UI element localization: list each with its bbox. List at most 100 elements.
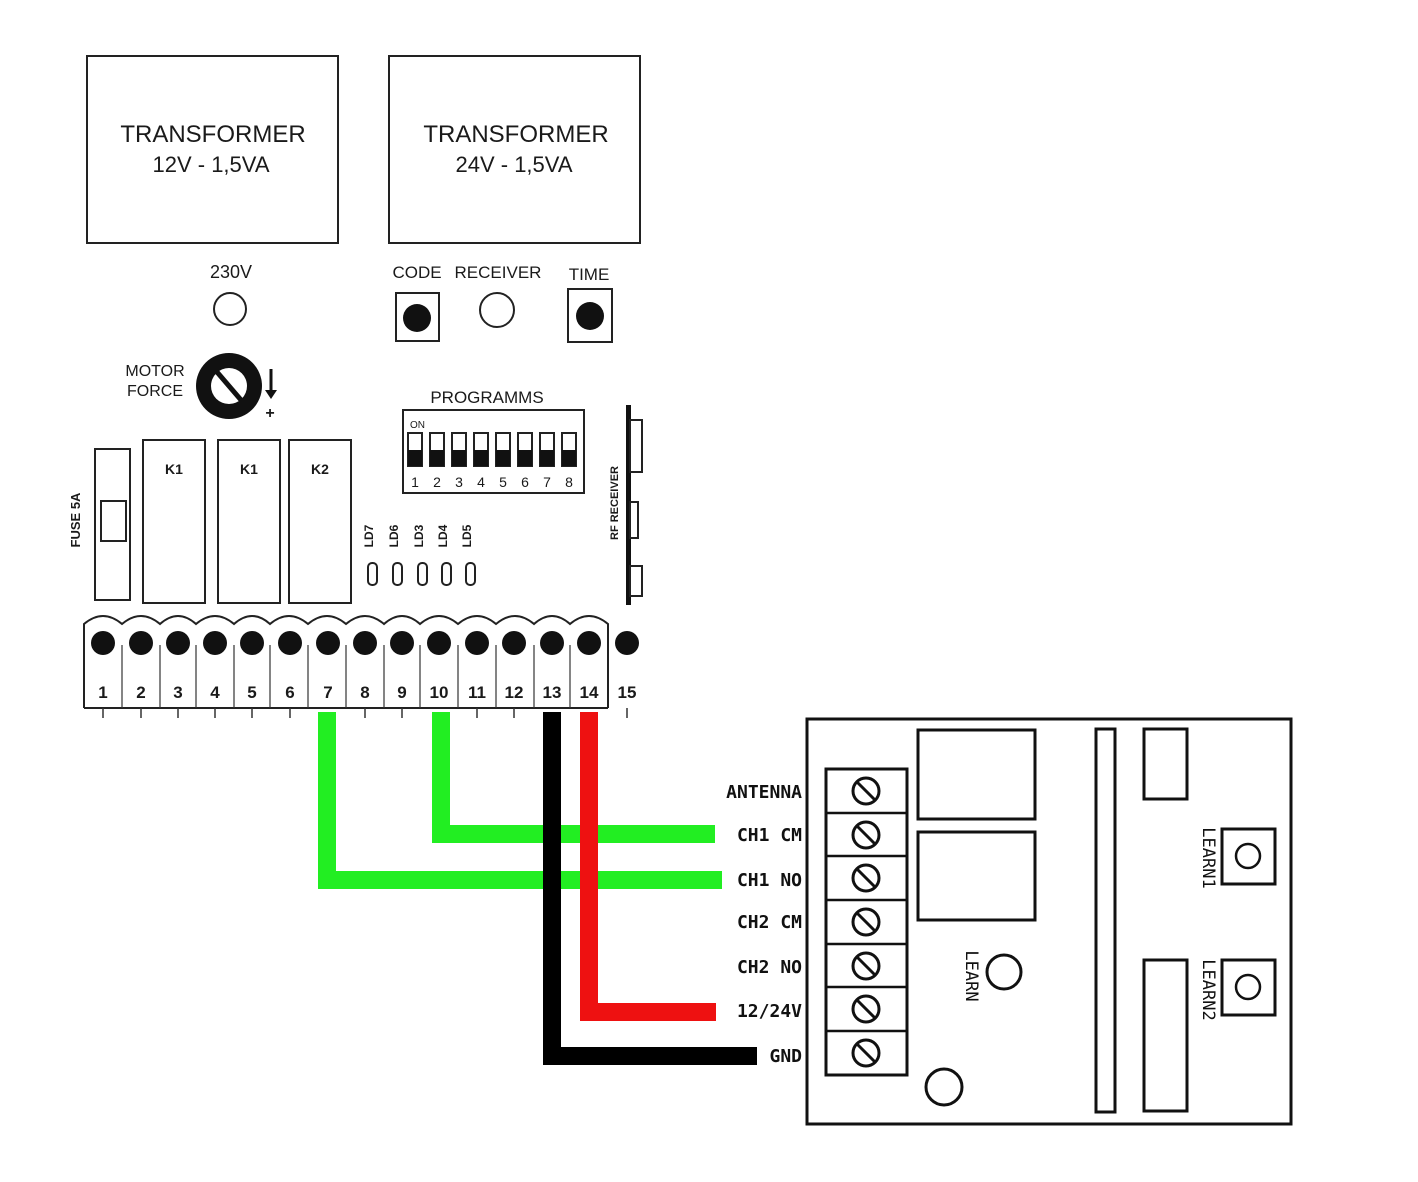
- module-screw-icon[interactable]: [851, 863, 881, 893]
- module-component-bottom: [1142, 958, 1189, 1113]
- led-ld7-icon: [367, 562, 378, 586]
- time-button[interactable]: [567, 288, 613, 343]
- wire-terminal14-12-24v: [580, 712, 716, 1021]
- terminal-number: 15: [618, 683, 637, 702]
- learn1-button-circle-icon: [1234, 842, 1262, 870]
- fuse-element: [100, 500, 127, 542]
- rf-connector-lower: [629, 565, 643, 597]
- dip-number-3: 3: [455, 474, 463, 490]
- terminal-number: 3: [173, 683, 182, 702]
- receiver-module: ANTENNA CH1 CM CH1 NO CH2 CM CH2 NO 12/2…: [726, 717, 1293, 1126]
- module-screw-icon[interactable]: [851, 820, 881, 850]
- terminal-screw-icon[interactable]: [166, 631, 190, 655]
- rf-connector-middle: [629, 501, 639, 539]
- wire-terminal10-ch1-cm: [432, 712, 715, 843]
- time-label: TIME: [569, 265, 610, 284]
- led-ld5-icon: [465, 562, 476, 586]
- dip-switch-7[interactable]: [539, 432, 555, 467]
- module-screw-icon[interactable]: [851, 1038, 881, 1068]
- dip-switch-3[interactable]: [451, 432, 467, 467]
- rf-connector-upper: [629, 419, 643, 473]
- terminal-block: 1 2 3 4 5 6 7 8 9 10 11 12 13 14 15: [83, 615, 639, 718]
- terminal-screw-icon[interactable]: [540, 631, 564, 655]
- terminal-number: 1: [98, 683, 107, 702]
- module-terminal-strip: [824, 767, 909, 1077]
- dip-number-6: 6: [521, 474, 529, 490]
- fuse-label: FUSE 5A: [68, 492, 83, 548]
- dip-number-4: 4: [477, 474, 485, 490]
- transformer-24v-title: TRANSFORMER: [423, 121, 608, 148]
- relay-k1-a: [142, 439, 206, 604]
- learn2-button-circle-icon: [1234, 973, 1262, 1001]
- module-screw-icon[interactable]: [851, 776, 881, 806]
- terminal-screw-icon[interactable]: [316, 631, 340, 655]
- dip-switch-block: [402, 409, 585, 494]
- dip-switch-4[interactable]: [473, 432, 489, 467]
- terminal-number: 2: [136, 683, 145, 702]
- dip-switch-6[interactable]: [517, 432, 533, 467]
- relay-k2-label: K2: [311, 461, 329, 477]
- wire-terminal7-ch1-no: [318, 712, 722, 889]
- rf-receiver-label: RF RECEIVER: [609, 466, 621, 540]
- relay-k1-a-label: K1: [165, 461, 183, 477]
- terminal-screw-icon[interactable]: [278, 631, 302, 655]
- rf-connector-strip: [626, 405, 631, 605]
- terminal-number: 10: [430, 683, 449, 702]
- terminal-screw-icon[interactable]: [353, 631, 377, 655]
- module-terminal-label: GND: [769, 1046, 802, 1067]
- mounting-hole-icon: [924, 1067, 964, 1107]
- terminal-screw-icon[interactable]: [615, 631, 639, 655]
- motor-force-label-line1: MOTOR: [125, 363, 184, 380]
- module-screw-icon[interactable]: [851, 951, 881, 981]
- receiver-module-outline: [805, 717, 1293, 1126]
- wire-terminal13-gnd: [543, 712, 757, 1065]
- module-screw-icon[interactable]: [851, 907, 881, 937]
- potentiometer-slot-icon: [215, 370, 243, 402]
- relay-k2: [288, 439, 352, 604]
- terminal-number: 8: [360, 683, 369, 702]
- led-ld6-icon: [392, 562, 403, 586]
- led-ld4-icon: [441, 562, 452, 586]
- fuse-holder: [94, 448, 131, 601]
- learn2-button[interactable]: [1220, 958, 1277, 1017]
- module-terminal-label: CH1 NO: [737, 870, 802, 891]
- terminal-screw-icon[interactable]: [577, 631, 601, 655]
- module-terminal-label: 12/24V: [737, 1001, 802, 1022]
- dip-switches: [407, 432, 577, 467]
- transformer-24v-box: [388, 55, 641, 244]
- terminal-screw-icon[interactable]: [390, 631, 414, 655]
- motor-force-potentiometer[interactable]: [196, 353, 262, 419]
- terminal-screw-icon[interactable]: [427, 631, 451, 655]
- plus-sign-icon: +: [265, 405, 274, 422]
- learn-button[interactable]: [985, 953, 1023, 991]
- terminal-screw-icon[interactable]: [502, 631, 526, 655]
- terminal-number: 5: [247, 683, 256, 702]
- module-connector-strip: [1094, 727, 1117, 1114]
- dip-number-1: 1: [411, 474, 419, 490]
- module-terminal-label: CH1 CM: [737, 825, 802, 846]
- motor-force-label-line2: FORCE: [127, 383, 183, 400]
- dip-switch-8[interactable]: [561, 432, 577, 467]
- terminal-screw-icon[interactable]: [91, 631, 115, 655]
- learn-label: LEARN: [961, 950, 981, 1001]
- code-label: CODE: [392, 263, 441, 282]
- module-terminal-label: ANTENNA: [726, 782, 802, 803]
- terminal-number: 7: [323, 683, 332, 702]
- learn1-button[interactable]: [1220, 827, 1277, 886]
- dip-switch-2[interactable]: [429, 432, 445, 467]
- relay-k1-b: [217, 439, 281, 604]
- terminal-screw-icon[interactable]: [203, 631, 227, 655]
- code-button[interactable]: [395, 292, 440, 342]
- terminal-number: 12: [505, 683, 524, 702]
- transformer-12v-title: TRANSFORMER: [120, 121, 305, 148]
- terminal-screw-icon[interactable]: [240, 631, 264, 655]
- dip-switch-1[interactable]: [407, 432, 423, 467]
- module-component-top: [1142, 727, 1189, 801]
- dip-number-7: 7: [543, 474, 551, 490]
- dip-switch-5[interactable]: [495, 432, 511, 467]
- terminal-screw-icon[interactable]: [465, 631, 489, 655]
- module-screw-icon[interactable]: [851, 994, 881, 1024]
- terminal-block-outline: [83, 615, 609, 708]
- terminal-screw-icon[interactable]: [129, 631, 153, 655]
